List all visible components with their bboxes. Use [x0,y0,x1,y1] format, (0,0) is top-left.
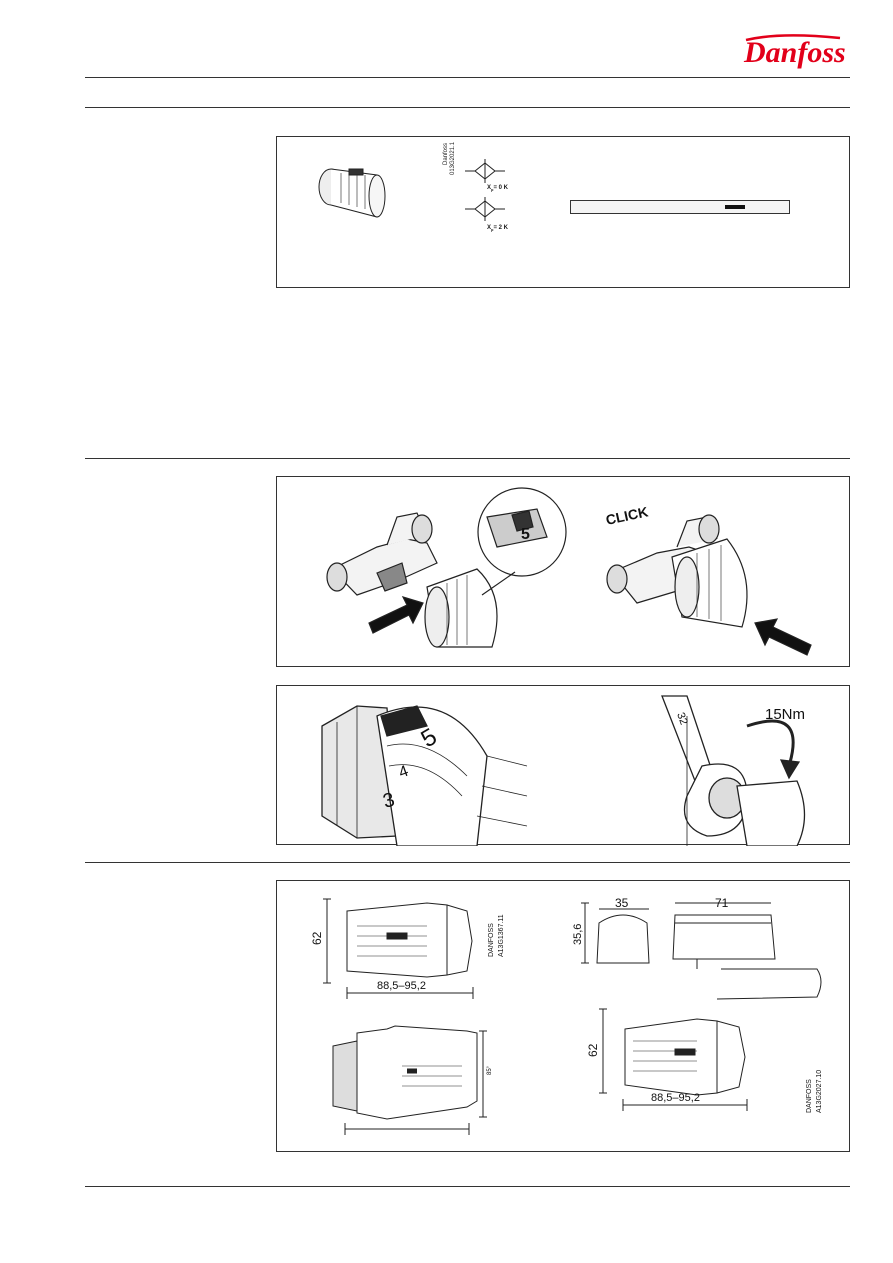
diagram-note: Danfoss [443,142,449,165]
drawing-code: DANFOSS [488,923,495,957]
dim-width: 88,5–95,2 [651,1092,700,1104]
alignment-illustration: 5 4 3 32 15Nm [321,695,806,846]
danfoss-logo: Danfoss [743,34,846,69]
dimension-drawings: 62 88,5–95,2 DANFOSS A13G1367.11 85° 35 … [310,896,823,1135]
dim-width: 88,5–95,2 [377,980,426,992]
dim-h1: 35,6 [572,924,584,945]
section-rule [85,458,850,459]
dial-number: 3 [381,789,397,813]
torque-label: 15Nm [765,706,805,723]
section-rule [85,862,850,863]
click-label: CLICK [604,503,649,528]
drawing-code: A13G2027.10 [816,1070,823,1113]
mounting-panel: 5 CLICK [276,476,850,667]
header-rule [85,77,850,78]
dial-mark: 5 [521,526,530,543]
setting-bar [570,200,790,214]
dim-w2: 71 [715,896,729,910]
mounting-illustration: 5 CLICK [326,487,812,656]
header-rule-2 [85,107,850,108]
dim-w1: 35 [615,896,629,910]
danfoss-logo-text: Danfoss [743,36,846,69]
dim-small: 85° [487,1065,493,1075]
drawing-code: A13G1367.11 [498,914,505,957]
xp-label-top: Xp= 0 K [487,185,508,193]
setting-bar-marker [725,205,745,209]
dimensions-panel: 62 88,5–95,2 DANFOSS A13G1367.11 85° 35 … [276,880,850,1152]
diagram-note: 013G2021.1 [450,141,456,175]
alignment-panel: 5 4 3 32 15Nm [276,685,850,846]
footer-rule [85,1186,850,1187]
wrench-size: 32 [674,711,689,727]
dim-height: 62 [310,931,324,945]
xp-label-bottom: Xp= 2 K [487,225,508,233]
dim-height: 62 [586,1043,600,1057]
thermostat-sensor-illustration [318,159,505,221]
drawing-code: DANFOSS [806,1079,813,1113]
